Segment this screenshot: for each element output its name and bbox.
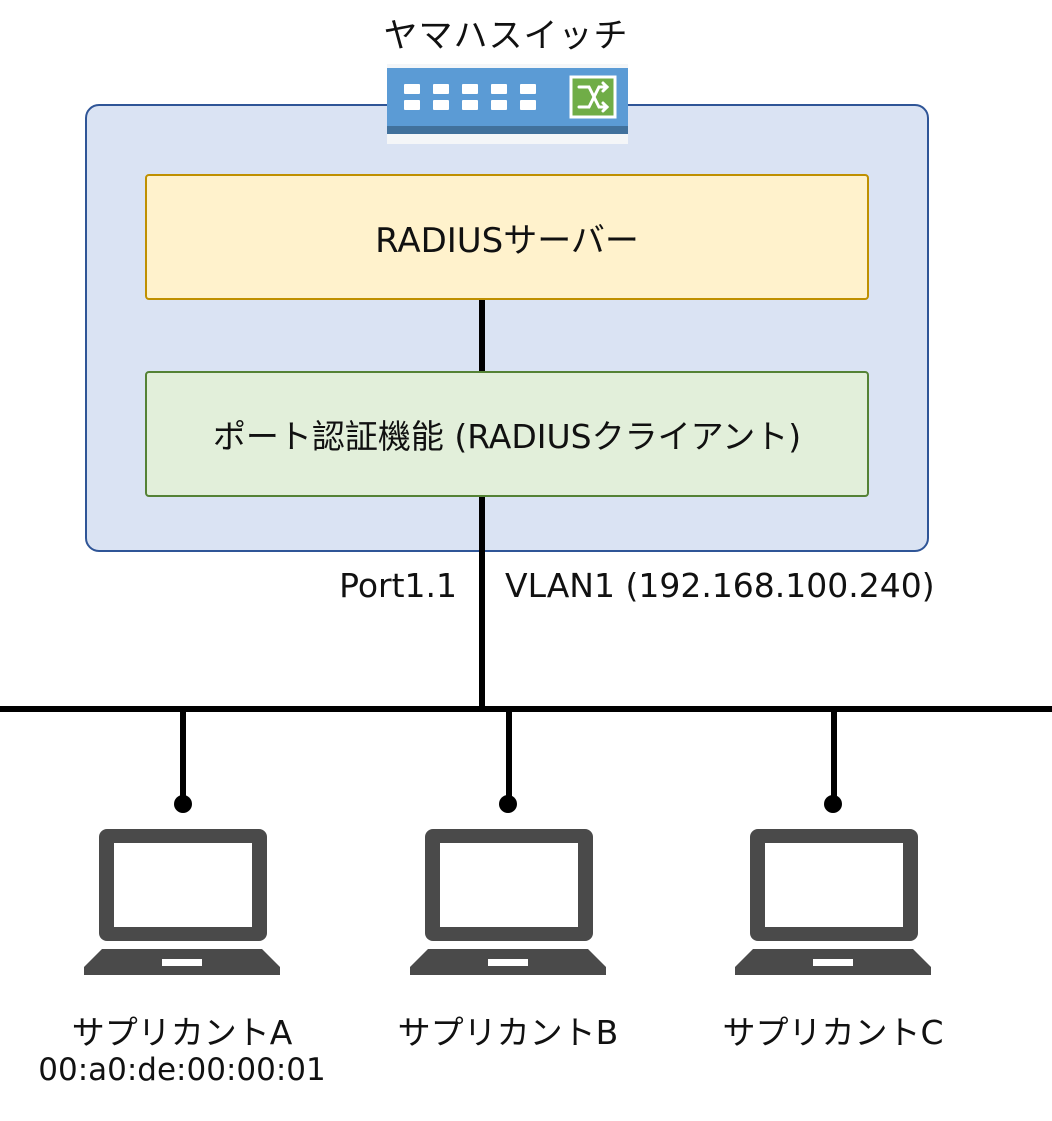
radius-server-label: RADIUSサーバー (375, 220, 639, 261)
uplink-line (479, 497, 485, 709)
port-auth-label: ポート認証機能 (RADIUSクライアント) (212, 417, 802, 456)
laptop-icon (410, 829, 606, 975)
connection-dot (174, 795, 192, 813)
supplicant-b-label: サプリカントB (397, 1013, 619, 1052)
laptop-icon (84, 829, 280, 975)
connection-dot (499, 795, 517, 813)
vlan-label: VLAN1 (192.168.100.240) (505, 566, 935, 605)
drop-line (831, 709, 837, 804)
port-auth-box: ポート認証機能 (RADIUSクライアント) (145, 371, 869, 497)
laptop-icon (735, 829, 931, 975)
radius-server-box: RADIUSサーバー (145, 174, 869, 300)
connection-dot (824, 795, 842, 813)
supplicant-a-mac: 00:a0:de:00:00:01 (38, 1052, 326, 1088)
drop-line (180, 709, 186, 804)
network-bus-line (0, 706, 1052, 712)
switch-title: ヤマハスイッチ (383, 16, 629, 56)
supplicant-a-label: サプリカントA (71, 1013, 293, 1052)
port-label: Port1.1 (339, 566, 457, 605)
connector-line (479, 300, 485, 371)
drop-line (506, 709, 512, 804)
network-switch-icon (387, 64, 628, 144)
supplicant-c-label: サプリカントC (722, 1013, 944, 1052)
